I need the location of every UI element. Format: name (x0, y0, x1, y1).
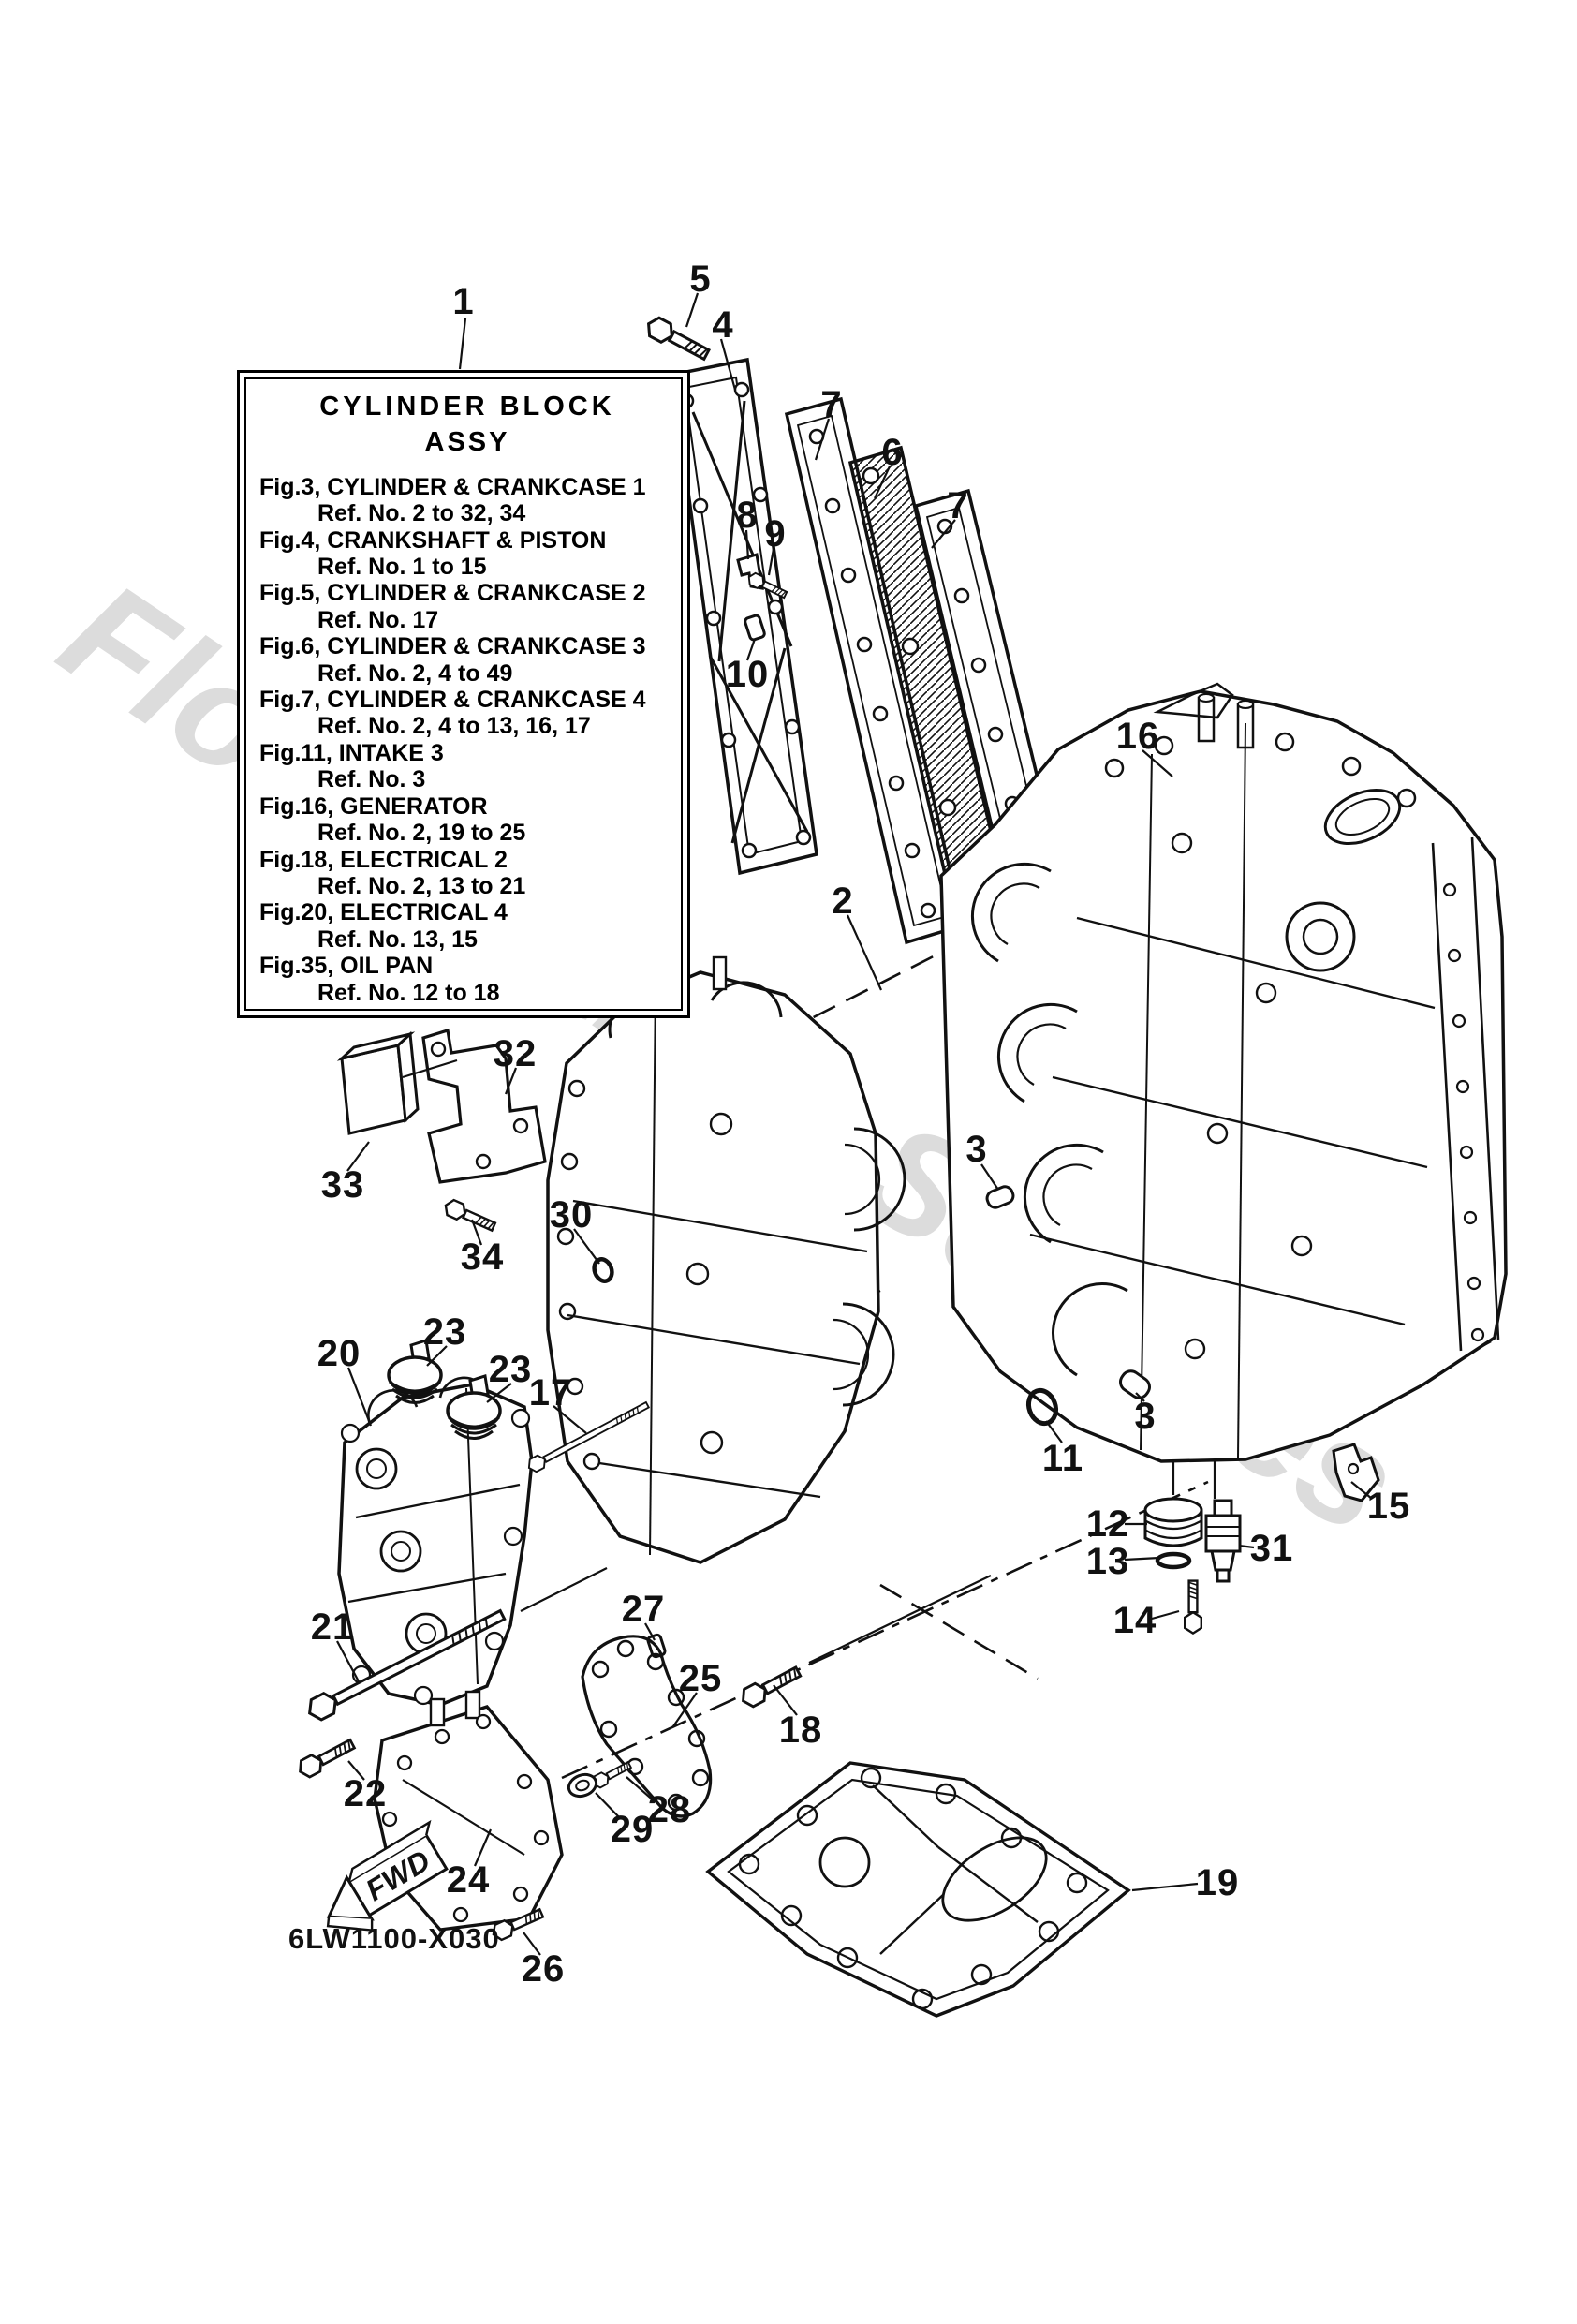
fig-entry-ref-6: Ref. No. 2, 19 to 25 (317, 820, 526, 847)
fig-entry-ref-0: Ref. No. 2 to 32, 34 (317, 500, 526, 527)
relief-valve-31 (1204, 1499, 1242, 1583)
fig-entry-7: Fig.18, ELECTRICAL 2 (259, 846, 508, 873)
grommet-29 (567, 1772, 598, 1799)
callout-29: 29 (610, 1809, 655, 1850)
fig-entry-2: Fig.5, CYLINDER & CRANKCASE 2 (259, 580, 646, 607)
plug-cap-12 (1143, 1497, 1203, 1547)
bolt-5 (641, 313, 714, 365)
callout-25: 25 (678, 1658, 723, 1699)
callout-4: 4 (712, 304, 734, 346)
o-ring-13 (1155, 1551, 1192, 1570)
mount-damper-33 (336, 1030, 420, 1135)
bushing-3-lower (1119, 1369, 1151, 1399)
callout-1: 1 (452, 281, 475, 322)
callout-34: 34 (460, 1236, 505, 1278)
callout-19: 19 (1195, 1862, 1240, 1903)
parts-box-subtitle: ASSY (424, 427, 510, 458)
callout-15: 15 (1366, 1486, 1411, 1527)
bolt-34 (441, 1196, 498, 1236)
clip-15 (1332, 1443, 1380, 1502)
callout-28: 28 (647, 1789, 692, 1830)
callout-26: 26 (521, 1948, 566, 1990)
callout-14: 14 (1113, 1600, 1157, 1641)
callout-10: 10 (725, 654, 770, 695)
fig-entry-3: Fig.6, CYLINDER & CRANKCASE 3 (259, 633, 646, 660)
fig-entry-ref-1: Ref. No. 1 to 15 (317, 554, 487, 581)
callout-32: 32 (493, 1033, 538, 1074)
cylinder-block-right (939, 682, 1508, 1463)
callout-7: 7 (820, 384, 843, 425)
fig-entry-ref-5: Ref. No. 3 (317, 766, 426, 793)
callout-23: 23 (488, 1349, 533, 1390)
callout-22: 22 (343, 1773, 388, 1814)
callout-27: 27 (621, 1589, 666, 1630)
fig-entry-9: Fig.35, OIL PAN (259, 953, 434, 980)
fig-entry-ref-9: Ref. No. 12 to 18 (317, 979, 500, 1006)
fig-entry-6: Fig.16, GENERATOR (259, 792, 488, 820)
o-ring-30 (592, 1257, 614, 1283)
drawing-code: 6LW1100-X030 (288, 1922, 500, 1955)
callout-6: 6 (881, 432, 904, 473)
leader-lines (336, 292, 1373, 1956)
callout-20: 20 (317, 1333, 361, 1374)
fig-entry-8: Fig.20, ELECTRICAL 4 (259, 899, 508, 926)
bracket-32 (402, 1028, 547, 1184)
callout-2: 2 (832, 881, 854, 922)
parts-reference-box: CYLINDER BLOCK ASSY Fig.3, CYLINDER & CR… (237, 370, 690, 1018)
exhaust-cover-plate-4 (671, 357, 818, 876)
callout-16: 16 (1115, 716, 1160, 757)
parts-reference-box-inner: CYLINDER BLOCK ASSY Fig.3, CYLINDER & CR… (244, 377, 683, 1011)
bolt-18 (737, 1661, 804, 1711)
bolt-14 (1183, 1579, 1203, 1635)
callout-5: 5 (689, 259, 712, 300)
oil-pan-gasket-19 (705, 1761, 1131, 2018)
callout-8: 8 (736, 495, 759, 536)
callout-24: 24 (446, 1859, 491, 1901)
callout-23: 23 (422, 1311, 467, 1353)
callout-7: 7 (947, 485, 969, 526)
callout-30: 30 (549, 1194, 594, 1236)
callout-3: 3 (965, 1129, 988, 1170)
callout-33: 33 (320, 1164, 365, 1206)
callout-17: 17 (528, 1372, 573, 1414)
callout-31: 31 (1249, 1528, 1294, 1569)
fig-entry-ref-2: Ref. No. 17 (317, 606, 439, 633)
callout-21: 21 (310, 1606, 355, 1648)
callout-13: 13 (1085, 1541, 1130, 1582)
callout-11: 11 (1041, 1438, 1084, 1479)
fig-entry-4: Fig.7, CYLINDER & CRANKCASE 4 (259, 687, 646, 714)
callout-12: 12 (1085, 1503, 1130, 1545)
fig-entry-0: Fig.3, CYLINDER & CRANKCASE 1 (259, 473, 646, 500)
pin-10 (744, 614, 766, 642)
fig-entry-ref-4: Ref. No. 2, 4 to 13, 16, 17 (317, 713, 591, 740)
fig-entry-ref-8: Ref. No. 13, 15 (317, 925, 478, 953)
parts-box-title: CYLINDER BLOCK (319, 392, 615, 422)
callout-18: 18 (778, 1710, 823, 1751)
fig-entry-1: Fig.4, CRANKSHAFT & PISTON (259, 526, 607, 554)
fig-entry-ref-3: Ref. No. 2, 4 to 49 (317, 659, 513, 687)
callout-3: 3 (1134, 1396, 1157, 1437)
fig-entry-5: Fig.11, INTAKE 3 (259, 739, 444, 766)
callout-9: 9 (764, 513, 787, 555)
fig-entry-ref-7: Ref. No. 2, 13 to 21 (317, 872, 526, 899)
